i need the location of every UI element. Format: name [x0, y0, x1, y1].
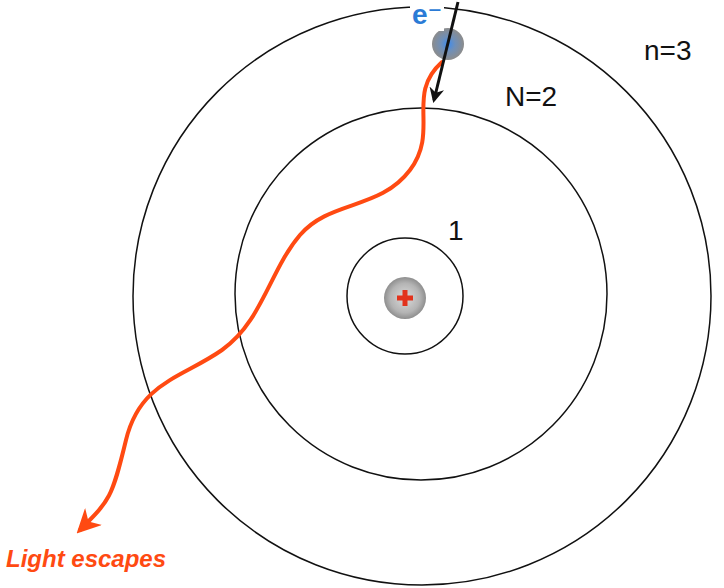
- shell-label: 1: [446, 216, 466, 247]
- nucleus: [384, 277, 426, 319]
- shell-label: n=3: [642, 36, 694, 67]
- electron-label: e⁻: [410, 0, 444, 31]
- plus-symbol: [403, 290, 408, 306]
- shell-label: N=2: [503, 82, 559, 113]
- orbit-circle: [347, 238, 463, 354]
- orbit-circle: [235, 108, 607, 480]
- caption-label: Light escapes: [4, 546, 168, 572]
- orbit-circle: [133, 7, 711, 585]
- photon-wave: [80, 62, 442, 530]
